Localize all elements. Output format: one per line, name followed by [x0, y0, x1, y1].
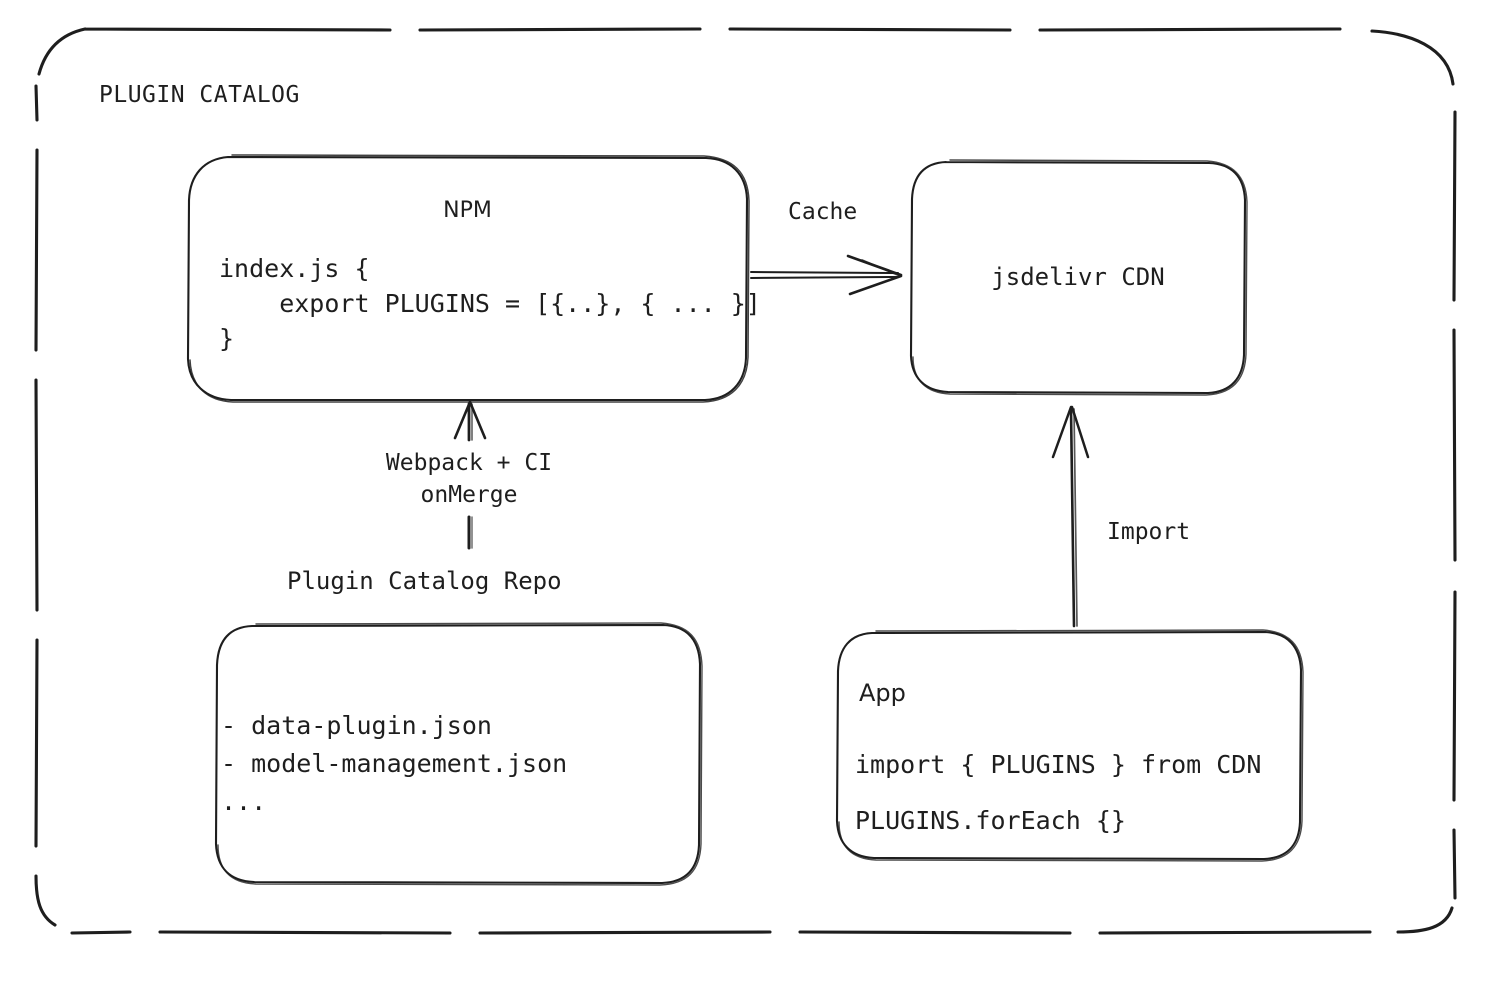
repo-item-3: ... [221, 787, 267, 816]
repo-item-2: - model-management.json [221, 749, 568, 778]
cdn-node[interactable] [911, 160, 1247, 395]
edge-label-webpack-ci-line-2: onMerge [420, 482, 518, 508]
repo-item-1: - data-plugin.json [221, 711, 492, 740]
cdn-node-title: jsdelivr CDN [991, 263, 1165, 291]
npm-node-title: NPM [443, 198, 492, 223]
app-node[interactable] [837, 630, 1304, 861]
repo-node-caption: Plugin Catalog Repo [287, 567, 562, 595]
edge-label-import: Import [1107, 519, 1191, 545]
app-node-title: App [859, 679, 906, 707]
npm-code-line-3: } [219, 324, 235, 353]
app-code-line-2: PLUGINS.forEach {} [855, 806, 1126, 835]
npm-code-line-2: export PLUGINS = [{..}, { ... }] [219, 289, 761, 318]
app-code-line-1: import { PLUGINS } from CDN [855, 750, 1262, 779]
npm-code-line-1: index.js { [219, 254, 370, 283]
group-title: PLUGIN CATALOG [99, 82, 300, 108]
edge-label-cache: Cache [788, 199, 858, 225]
repo-node[interactable] [216, 623, 703, 885]
edge-npm-to-cdn-arrow [750, 254, 903, 296]
npm-node[interactable] [188, 157, 748, 402]
edge-app-to-cdn-arrow [1051, 405, 1090, 628]
edge-label-webpack-ci-line-1: Webpack + CI [385, 450, 553, 476]
